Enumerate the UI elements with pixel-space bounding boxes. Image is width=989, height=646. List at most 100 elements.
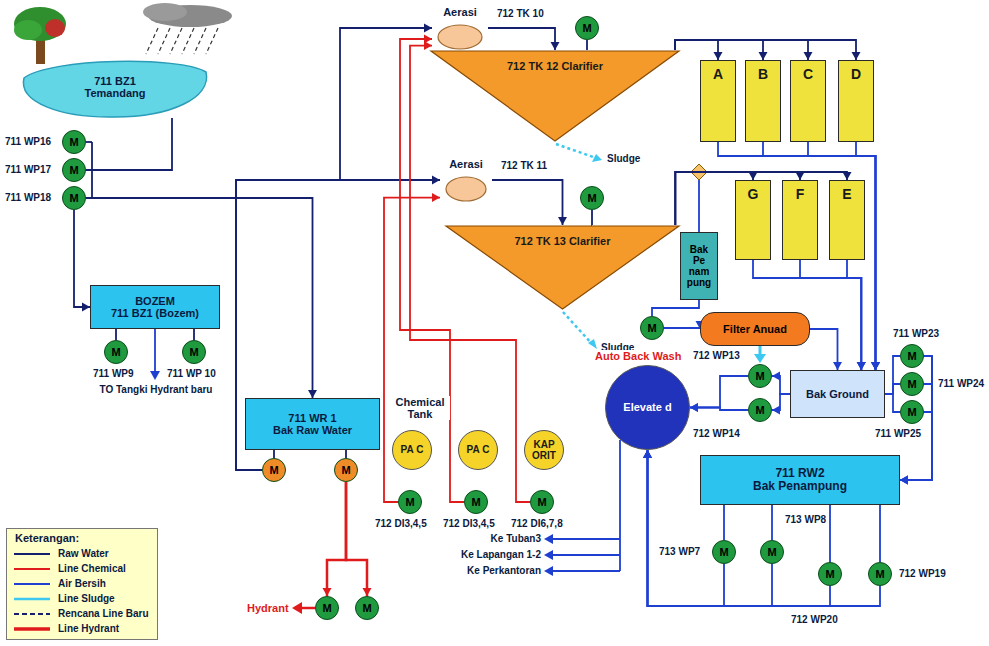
cloud bbox=[143, 3, 187, 21]
rain bbox=[206, 28, 218, 54]
hydrant-line bbox=[300, 607, 315, 610]
arrow-head bbox=[857, 362, 866, 370]
flow-connector bbox=[86, 198, 317, 398]
flow-connector bbox=[900, 356, 932, 485]
annotation-label: 711 WP16 bbox=[4, 136, 52, 148]
flow-line bbox=[771, 505, 773, 540]
arrow-head bbox=[82, 303, 90, 312]
clean-water-line bbox=[154, 329, 156, 374]
flow-line bbox=[810, 329, 838, 370]
pump-frame bbox=[86, 141, 92, 143]
annotation-label: TO Tangki Hydrant baru bbox=[95, 384, 217, 396]
annotation-label: 712 WP13 bbox=[692, 350, 741, 362]
arrow-head bbox=[900, 476, 908, 485]
clean-water-line bbox=[550, 554, 620, 556]
legend-sample-line bbox=[14, 597, 50, 600]
arrow-head bbox=[424, 24, 432, 33]
flow-line bbox=[808, 142, 876, 370]
legend-sample-line bbox=[14, 568, 50, 570]
arrow-head bbox=[292, 602, 302, 614]
flow-line bbox=[492, 180, 563, 225]
arrow-head bbox=[772, 372, 780, 381]
flow-line bbox=[675, 40, 718, 60]
clean-water-line bbox=[155, 329, 620, 571]
tank-box: Bak Pe nam pung bbox=[680, 232, 718, 300]
flow-line bbox=[829, 505, 831, 562]
node-text: E bbox=[842, 187, 851, 203]
pump-motor: M bbox=[712, 540, 736, 564]
node-text: M bbox=[587, 192, 596, 204]
node-text: M bbox=[69, 136, 78, 148]
feed-line bbox=[698, 180, 700, 232]
aerator-tank bbox=[438, 25, 482, 49]
node-text: C bbox=[803, 67, 813, 83]
pump-motor: M bbox=[62, 158, 86, 182]
flow-line bbox=[586, 40, 588, 50]
annotation-label: 712 TK 10 bbox=[496, 8, 545, 20]
annotation-label: Hydrant bbox=[246, 602, 290, 614]
flow-line bbox=[273, 450, 275, 458]
annotation-label: 712 DI6,7,8 bbox=[510, 518, 564, 530]
node-text: Elevate d bbox=[623, 401, 671, 413]
arrow-head bbox=[871, 362, 880, 370]
arrow-head bbox=[432, 176, 440, 185]
node-text: F bbox=[796, 187, 805, 203]
node-text: Bak Raw Water bbox=[273, 424, 352, 436]
node-text: M bbox=[825, 568, 834, 580]
flow-connector bbox=[847, 260, 866, 370]
flow-line bbox=[664, 328, 700, 329]
legend-text: Line Chemical bbox=[58, 563, 126, 574]
arrow-head bbox=[871, 362, 880, 370]
round-tank: PA C bbox=[392, 430, 432, 470]
arrow-head bbox=[754, 354, 766, 363]
flow-connector bbox=[830, 505, 831, 562]
flow-connector bbox=[488, 28, 560, 50]
node-text: G bbox=[748, 187, 759, 203]
node-text: A bbox=[713, 67, 723, 83]
node-text: Bak Ground bbox=[806, 388, 869, 400]
pump-motor: M bbox=[62, 130, 86, 154]
node-text: M bbox=[341, 464, 350, 476]
arrow-head bbox=[796, 172, 805, 180]
annotation-label: Chemical Tank bbox=[390, 396, 450, 420]
aerator-tank bbox=[446, 177, 486, 201]
flow-connector bbox=[772, 394, 790, 415]
flow-line bbox=[591, 210, 593, 225]
arrow-head bbox=[749, 172, 758, 180]
arrow-head bbox=[900, 476, 908, 485]
flow-connector bbox=[492, 180, 567, 225]
flow-line bbox=[885, 384, 900, 394]
pump-motor: M bbox=[262, 458, 286, 482]
filter-unit: E bbox=[829, 180, 865, 260]
flow-connector bbox=[724, 505, 725, 540]
node-text: M bbox=[69, 192, 78, 204]
annotation-label: 712 WP14 bbox=[692, 428, 741, 440]
filter-unit: C bbox=[790, 60, 826, 142]
clarifier-tank: 712 TK 13 Clarifier bbox=[445, 225, 680, 310]
node-text: M bbox=[719, 546, 728, 558]
node-text: 712 TK 12 Clarifier bbox=[507, 60, 603, 72]
node-text: PA C bbox=[401, 444, 424, 455]
arrow-head bbox=[643, 450, 652, 458]
arrow-head bbox=[551, 42, 560, 50]
node-text: M bbox=[767, 546, 776, 558]
node-text: Bak Penampung bbox=[753, 480, 847, 493]
pump-motor: M bbox=[748, 364, 772, 388]
flow-line bbox=[74, 210, 90, 307]
arrow-head bbox=[432, 193, 440, 202]
flow-line bbox=[86, 198, 313, 398]
pump-motor: M bbox=[868, 562, 892, 586]
pump-motor: M bbox=[104, 340, 128, 364]
round-tank: PA C bbox=[458, 430, 498, 470]
node-text: M bbox=[907, 378, 916, 390]
legend-row: Rencana Line Baru bbox=[14, 608, 149, 619]
node-text: M bbox=[322, 602, 331, 614]
annotation-label: 711 WP18 bbox=[4, 192, 52, 204]
arrow-head bbox=[690, 403, 698, 412]
arrow-head bbox=[852, 52, 861, 60]
arrow-head bbox=[544, 566, 553, 576]
aerator: Aerasi bbox=[440, 158, 492, 202]
filter-unit: B bbox=[745, 60, 781, 142]
legend-sample bbox=[14, 610, 50, 618]
node-text: M bbox=[647, 322, 656, 334]
